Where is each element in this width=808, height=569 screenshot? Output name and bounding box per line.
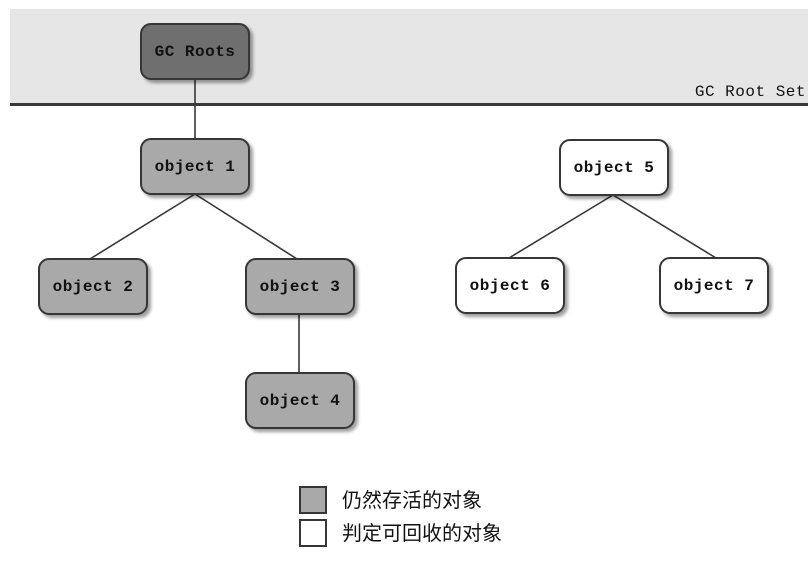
legend-item-recyclable: 判定可回收的对象 (299, 519, 502, 547)
node-gc-roots: GC Roots (140, 23, 250, 80)
gc-root-set-divider-line (10, 103, 808, 106)
node-object-1: object 1 (140, 138, 250, 195)
node-object-6: object 6 (455, 257, 565, 314)
node-object-3: object 3 (245, 258, 355, 315)
legend-item-live: 仍然存活的对象 (299, 486, 482, 514)
node-object-2: object 2 (38, 258, 148, 315)
edge-object1-object2 (89, 193, 196, 260)
node-object-4: object 4 (245, 372, 355, 429)
gc-root-set-band (10, 9, 808, 103)
node-object-5: object 5 (559, 139, 669, 196)
legend-swatch-recyclable (299, 519, 327, 547)
edge-object1-object3 (194, 193, 298, 260)
edge-object5-object7 (612, 194, 717, 259)
legend-label-live: 仍然存活的对象 (342, 488, 482, 512)
node-object-7: object 7 (659, 257, 769, 314)
legend-label-recyclable: 判定可回收的对象 (342, 521, 502, 545)
legend-swatch-live (299, 486, 327, 514)
gc-root-set-label: GC Root Set (694, 83, 806, 101)
edge-object5-object6 (508, 194, 614, 259)
